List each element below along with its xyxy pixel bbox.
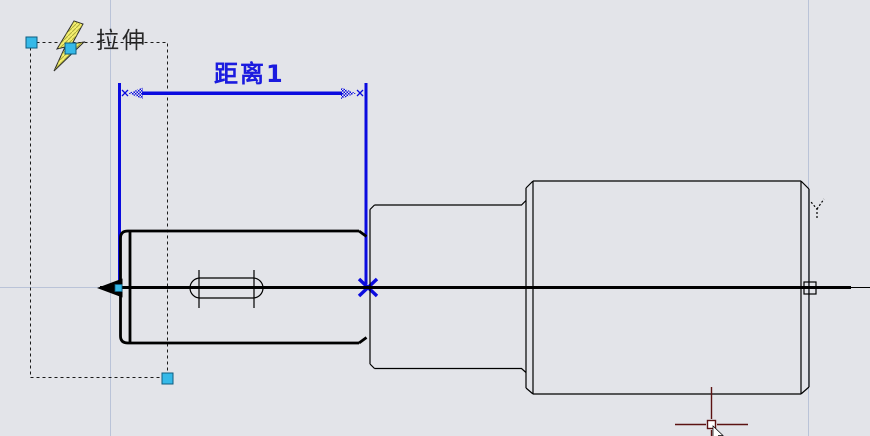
grip-bottom-right[interactable] [161, 372, 174, 385]
step-face-left[interactable] [369, 204, 375, 369]
grip-on-bolt[interactable] [64, 42, 77, 55]
crosshair-cursor [675, 387, 748, 436]
left-end-arrowhead[interactable] [97, 278, 123, 298]
shaft-sections[interactable] [189, 180, 825, 395]
pickbox [706, 419, 717, 430]
dashed-selection-frame[interactable] [30, 42, 168, 378]
stretch-grips [25, 36, 174, 385]
y-surface-symbol [810, 198, 825, 218]
grip-top-left[interactable] [25, 36, 38, 49]
mouse-arrow-icon [712, 425, 724, 436]
keyway-end-lines[interactable] [198, 270, 255, 308]
square-node-marker[interactable] [803, 281, 817, 295]
stretch-action-label[interactable]: 拉伸 [96, 28, 148, 54]
linear-parameter-label[interactable]: 距离1 [214, 60, 285, 88]
linear-parameter[interactable] [118, 83, 379, 298]
chamfer-diagonals[interactable] [525, 180, 810, 395]
base-point-grip[interactable] [114, 284, 123, 292]
hatched-arrow-grip-right[interactable] [341, 87, 364, 100]
hatched-arrow-grip-left[interactable] [121, 87, 143, 100]
large-section-chamfer-lines[interactable] [532, 181, 802, 394]
middle-section-edges[interactable] [374, 200, 527, 373]
keyway-slot[interactable] [189, 277, 264, 299]
large-section-outline[interactable] [533, 180, 801, 395]
